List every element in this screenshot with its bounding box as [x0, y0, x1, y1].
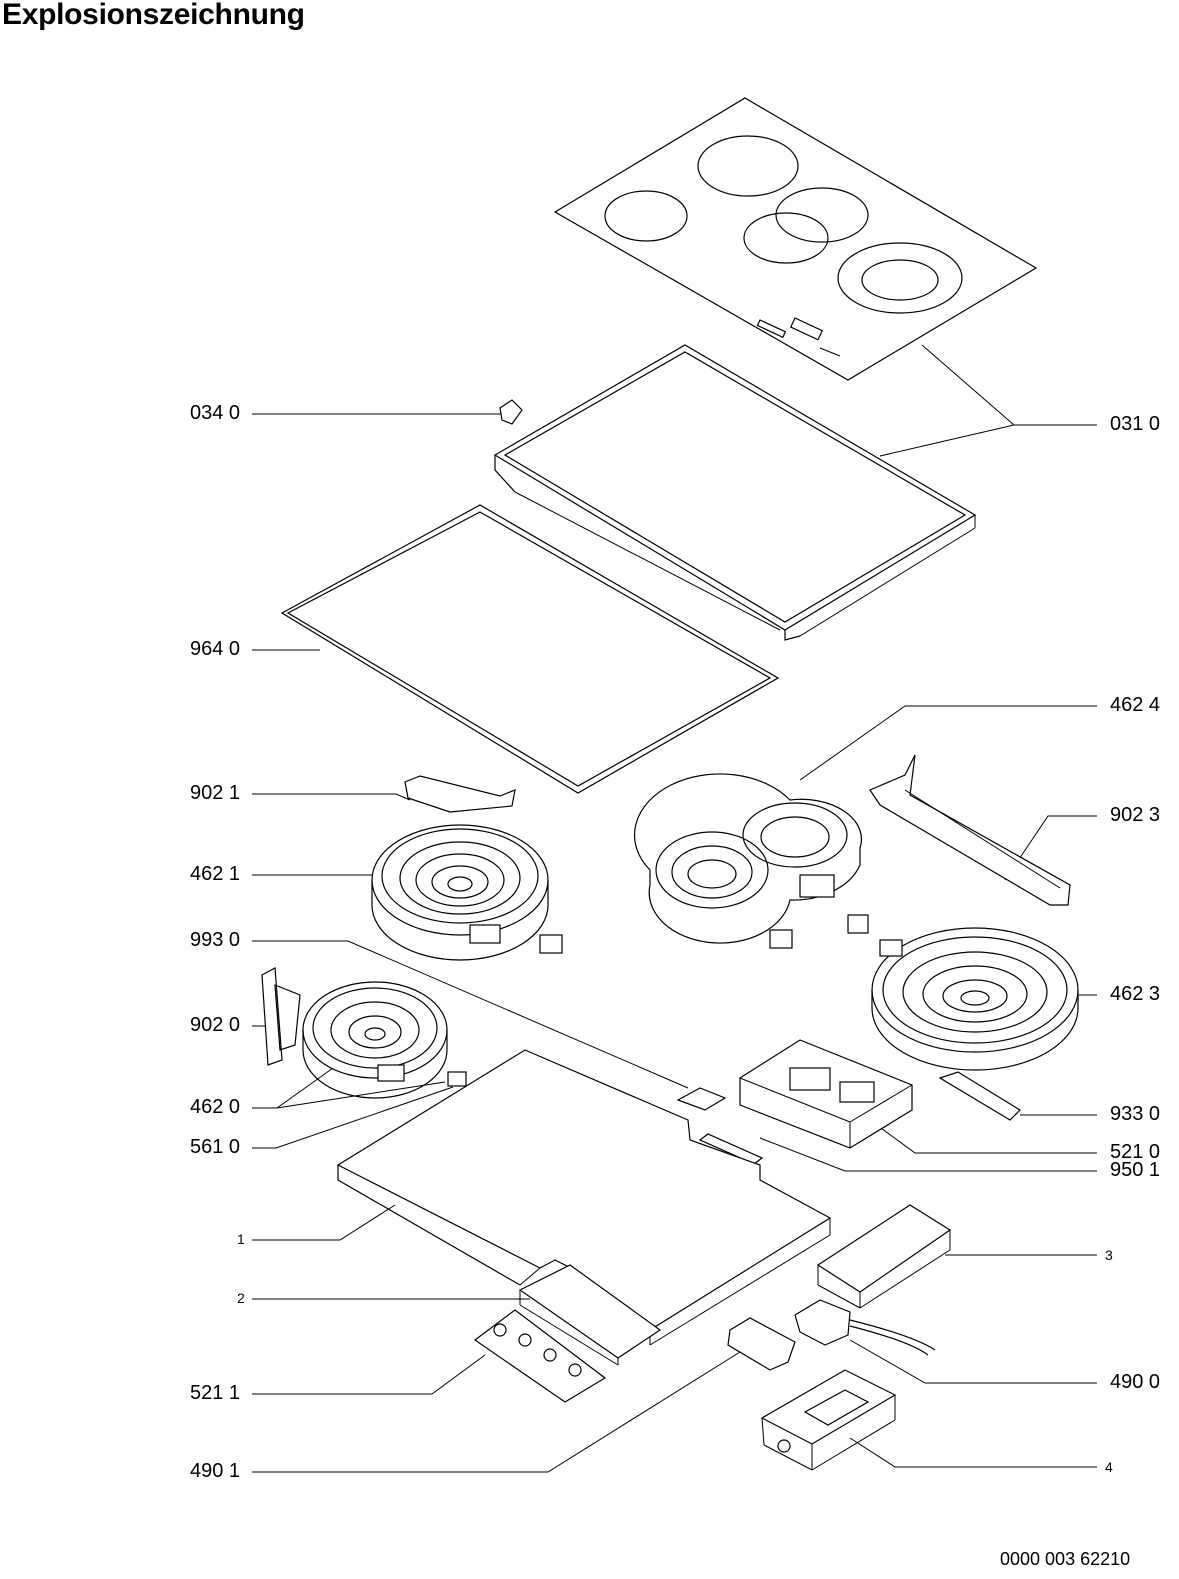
label-521-0: 521 0 — [1110, 1141, 1161, 1163]
label-462-3: 462 3 — [1110, 983, 1161, 1005]
clip-034 — [499, 399, 523, 425]
label-462-4: 462 4 — [1110, 694, 1161, 716]
label-993-0: 993 0 — [190, 929, 241, 951]
page-title: Explosionszeichnung — [2, 0, 305, 31]
radiant-heater-462-3 — [871, 927, 1079, 1071]
label-2: 2 — [237, 1290, 245, 1306]
cover-box-4 — [760, 1369, 897, 1471]
label-521-1: 521 1 — [190, 1382, 241, 1404]
control-board-521-1 — [473, 1309, 607, 1403]
label-490-1: 490 1 — [190, 1460, 241, 1482]
label-933-0: 933 0 — [1110, 1103, 1161, 1125]
label-950-1: 950 1 — [1110, 1159, 1161, 1181]
label-462-1: 462 1 — [190, 863, 241, 885]
radiant-heater-462-1 — [371, 824, 563, 961]
label-462-0: 462 0 — [190, 1096, 241, 1118]
bracket-902-3 — [869, 754, 1071, 906]
dual-heater-462-4 — [633, 773, 869, 949]
label-034-0: 034 0 — [190, 402, 241, 424]
label-031-0: 031 0 — [1110, 413, 1161, 435]
label-964-0: 964 0 — [190, 638, 241, 660]
glass-ceramic-top — [553, 97, 1038, 381]
label-1: 1 — [237, 1231, 245, 1247]
label-902-1: 902 1 — [190, 782, 241, 804]
label-902-3: 902 3 — [1110, 804, 1161, 826]
channel-part-2 — [518, 1264, 662, 1366]
bracket-902-1 — [404, 775, 516, 813]
label-561-0: 561 0 — [190, 1136, 241, 1158]
radiant-heater-462-0 — [302, 981, 467, 1099]
leader-lines — [252, 344, 1097, 1473]
gasket-seal — [280, 504, 780, 794]
label-490-0: 490 0 — [1110, 1371, 1161, 1393]
terminal-box-521-0 — [739, 1039, 913, 1149]
label-4: 4 — [1105, 1459, 1113, 1475]
label-3: 3 — [1105, 1247, 1113, 1263]
base-tray — [336, 1049, 832, 1346]
part-933-0 — [938, 1071, 1021, 1121]
document-number: 0000 003 62210 — [1000, 1549, 1131, 1569]
label-902-0: 902 0 — [190, 1014, 241, 1036]
control-housing-3 — [816, 1204, 952, 1309]
connector-490-0 — [794, 1299, 936, 1356]
clip-993 — [676, 1087, 727, 1111]
connector-490-1 — [727, 1317, 796, 1371]
hob-frame — [493, 344, 977, 641]
bracket-902-0 — [261, 967, 301, 1066]
